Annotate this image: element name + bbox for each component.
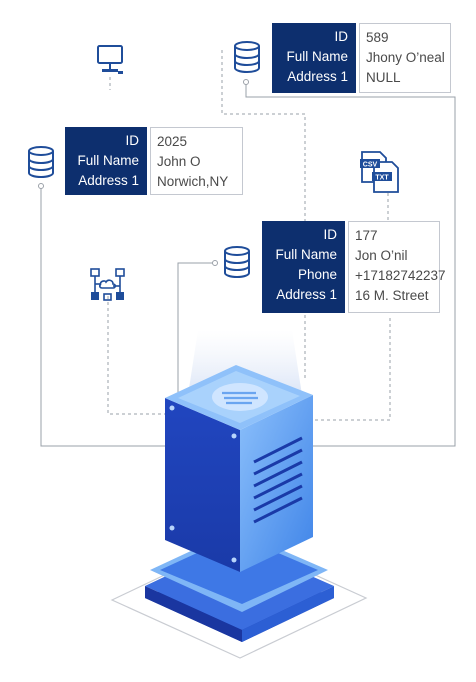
field-value: Norwich,NY: [157, 174, 229, 189]
database-icon: [224, 246, 250, 279]
field-label: Full Name: [77, 153, 139, 168]
network-icon: [90, 268, 125, 301]
record-card: ID Full Name Address 1 589 Jhony O’neal …: [272, 23, 451, 93]
connector-lines-solid: [40, 82, 456, 447]
field-value: 589: [366, 30, 389, 45]
monitor-icon: [97, 45, 123, 74]
field-label: Full Name: [286, 49, 348, 64]
field-value: 2025: [157, 134, 188, 149]
connector-lines-dashed: [107, 50, 391, 421]
field-label: Phone: [297, 267, 337, 282]
field-value: Jhony O’neal: [366, 50, 445, 65]
field-value: 16 M. Street: [355, 288, 429, 303]
record-card: ID Full Name Phone Address 1 177 Jon O’n…: [262, 221, 446, 313]
record-values: 177 Jon O’nil +17182742237 16 M. Street: [348, 221, 446, 313]
record-keys: ID Full Name Address 1: [65, 127, 147, 195]
field-value: 177: [355, 228, 378, 243]
csv-badge: CSV: [363, 162, 378, 169]
server-tower: [165, 365, 313, 572]
field-label: Address 1: [287, 69, 348, 84]
field-label: ID: [323, 227, 338, 242]
field-value: NULL: [366, 70, 401, 85]
record-values: 2025 John O Norwich,NY: [150, 127, 243, 195]
field-label: Full Name: [275, 247, 337, 262]
database-icon: [234, 41, 260, 74]
field-value: Jon O’nil: [355, 248, 408, 263]
field-label: Address 1: [78, 173, 139, 188]
record-keys: ID Full Name Address 1: [272, 23, 356, 93]
record-keys: ID Full Name Phone Address 1: [262, 221, 345, 313]
record-card: ID Full Name Address 1 2025 John O Norwi…: [65, 127, 243, 195]
field-label: ID: [334, 29, 349, 44]
csv-txt-files-icon: CSV TXT: [360, 151, 399, 193]
database-icon: [28, 146, 54, 179]
field-label: ID: [125, 133, 140, 148]
txt-badge: TXT: [375, 175, 389, 182]
record-values: 589 Jhony O’neal NULL: [359, 23, 451, 93]
field-value: John O: [157, 154, 201, 169]
field-value: +17182742237: [355, 268, 446, 283]
field-label: Address 1: [276, 287, 337, 302]
connector-dots: [38, 79, 249, 266]
